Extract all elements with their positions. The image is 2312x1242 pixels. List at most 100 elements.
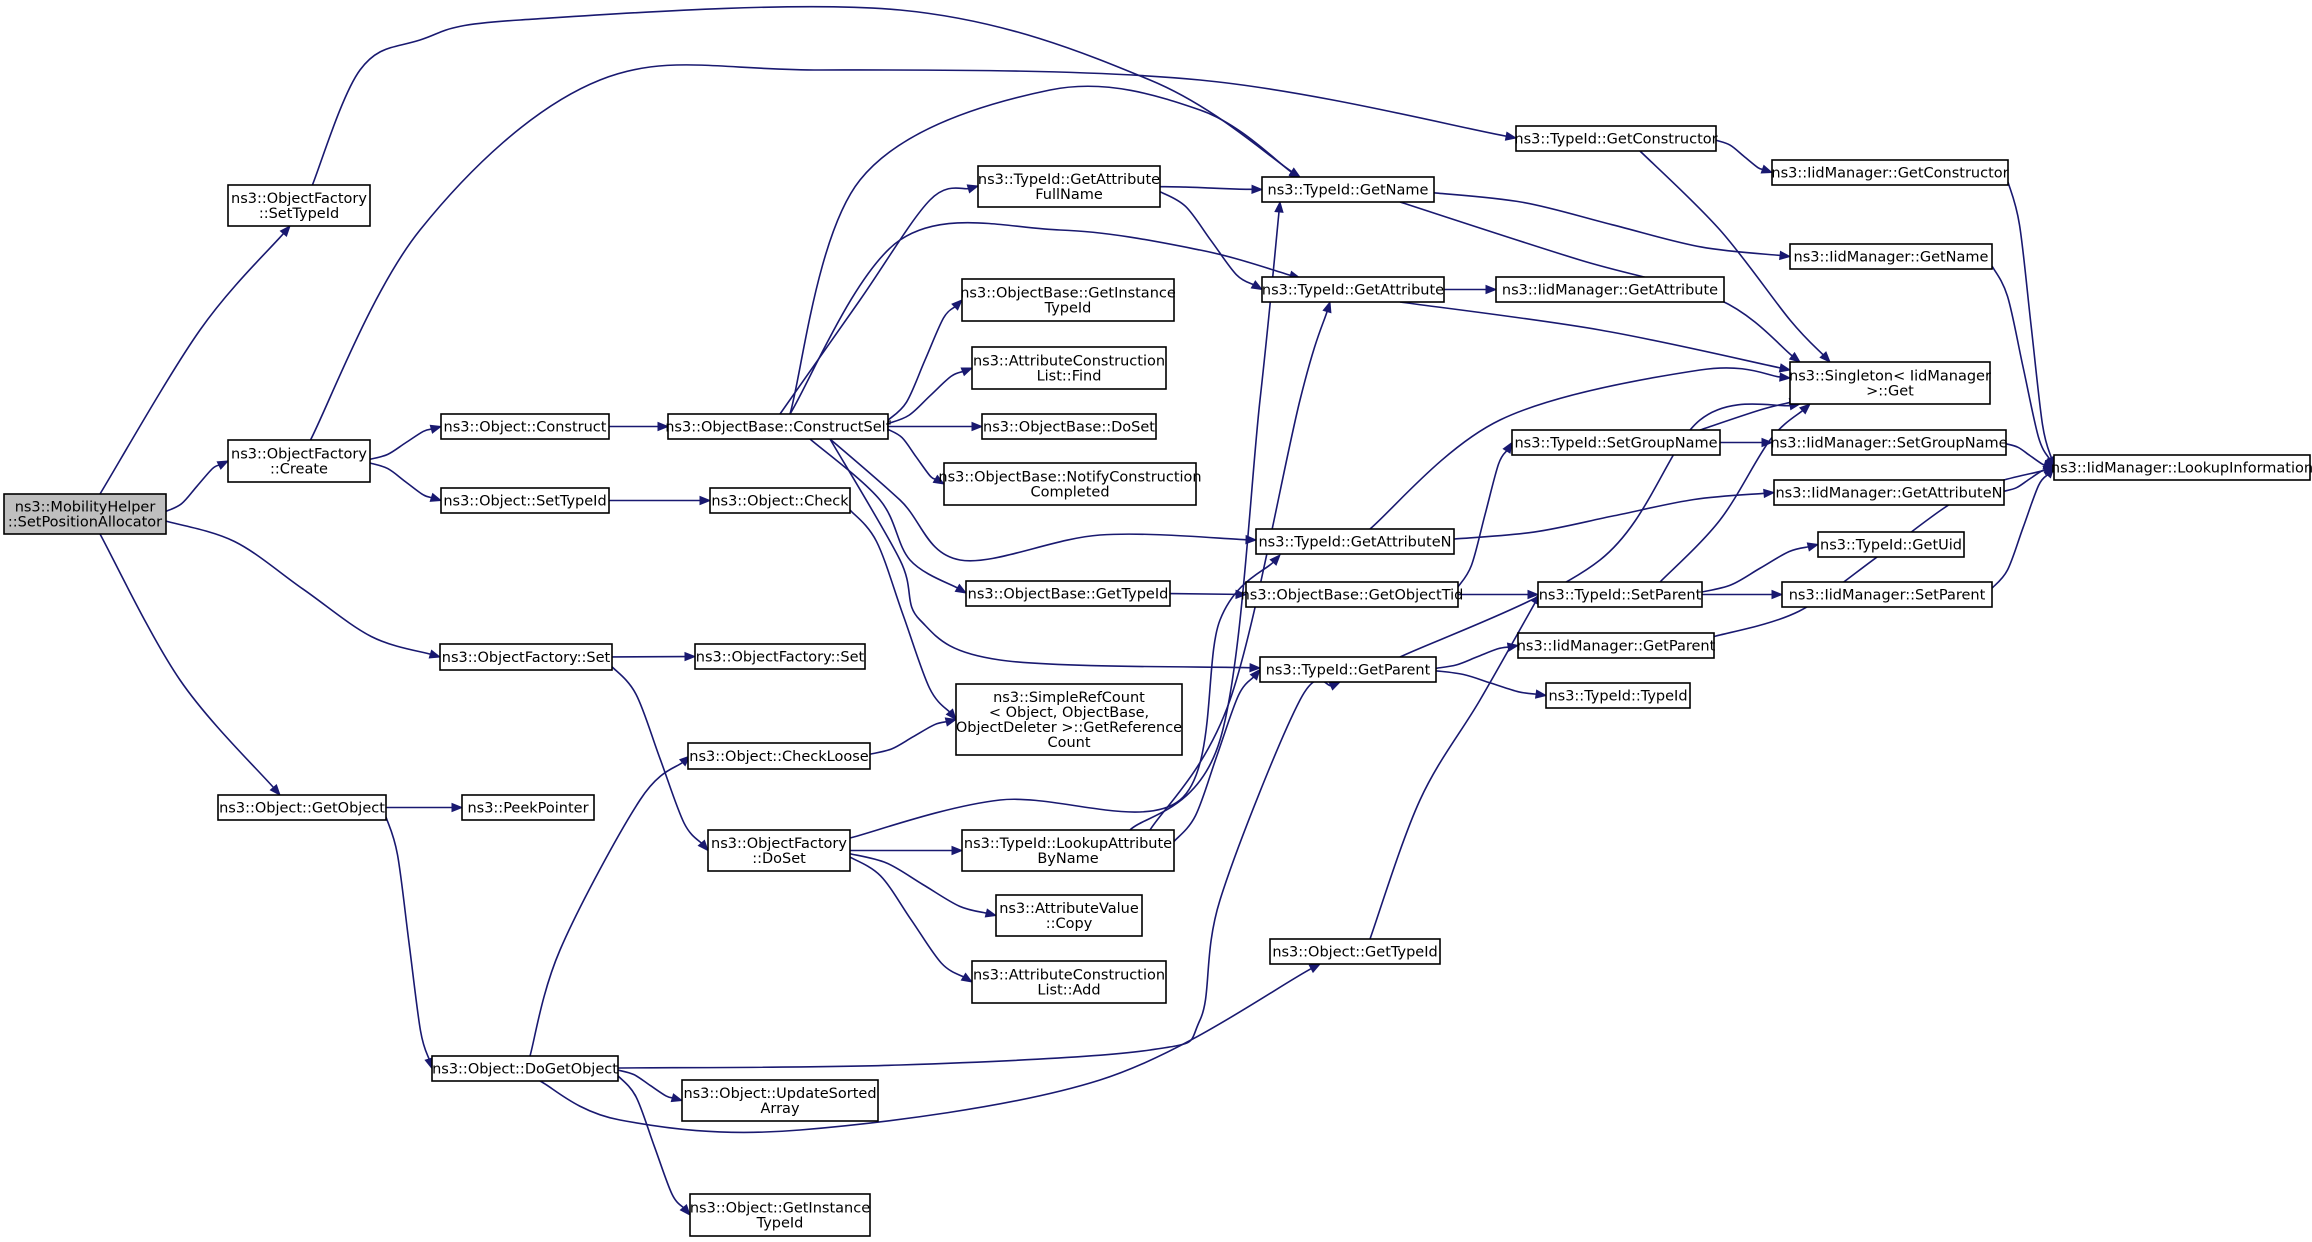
node-box — [981, 413, 1157, 440]
arrowhead-icon — [1269, 554, 1281, 566]
node-box — [1515, 125, 1717, 152]
arrowhead-icon — [1527, 589, 1540, 600]
graph-node-tid-getparent[interactable]: ns3::TypeId::GetParent — [1259, 656, 1437, 683]
graph-node-of-settypeid[interactable]: ns3::ObjectFactory::SetTypeId — [227, 184, 371, 227]
node-label: List::Find — [1037, 369, 1102, 385]
node-box — [1771, 159, 2009, 186]
graph-node-ob-notify[interactable]: ns3::ObjectBase::NotifyConstructionCompl… — [938, 462, 1202, 506]
graph-node-tid-setparent[interactable]: ns3::TypeId::SetParent — [1537, 581, 1703, 608]
graph-node-of-create[interactable]: ns3::ObjectFactory::Create — [227, 439, 371, 483]
node-box — [965, 580, 1171, 607]
graph-node-tid-getattribute[interactable]: ns3::TypeId::GetAttribute — [1261, 276, 1445, 303]
graph-node-tid-getconstructor[interactable]: ns3::TypeId::GetConstructor — [1514, 125, 1718, 152]
arrowhead-icon — [1308, 963, 1322, 974]
graph-node-obj-getobject[interactable]: ns3::Object::GetObject — [217, 794, 387, 821]
graph-node-dogetobject[interactable]: ns3::Object::DoGetObject — [431, 1055, 619, 1082]
graph-node-checkloose[interactable]: ns3::Object::CheckLoose — [687, 742, 871, 770]
arrowhead-icon — [966, 184, 980, 194]
graph-node-iid-getname[interactable]: ns3::IidManager::GetName — [1789, 243, 1993, 270]
arrowhead-icon — [1819, 351, 1831, 363]
edge-of-doset-to-tid-getattributen — [849, 561, 1275, 839]
graph-node-root[interactable]: ns3::MobilityHelper::SetPositionAllocato… — [3, 493, 167, 535]
edge-constructself-to-getattrfullname — [779, 187, 970, 415]
edge-tid-setparent-to-tid-getuid — [1701, 545, 1810, 593]
node-box — [227, 439, 371, 483]
arrowhead-icon — [1274, 200, 1284, 213]
node-label: ns3::IidManager::SetGroupName — [1770, 436, 2007, 452]
node-box — [961, 829, 1175, 872]
edge-root-to-obj-getobject — [99, 533, 275, 789]
node-box — [1269, 938, 1441, 965]
graph-node-tid-getuid[interactable]: ns3::TypeId::GetUid — [1817, 531, 1965, 558]
edge-root-to-of-create — [165, 464, 221, 513]
graph-node-tid-setgroupname[interactable]: ns3::TypeId::SetGroupName — [1511, 429, 1721, 456]
graph-node-obj-construct[interactable]: ns3::Object::Construct — [440, 413, 610, 440]
arrowhead-icon — [1504, 131, 1518, 141]
node-box — [1245, 581, 1459, 608]
edge-ob-getobjecttid-to-tid-setgroupname — [1457, 449, 1508, 588]
edge-of-doset-to-acl-add — [849, 856, 965, 978]
graph-node-tid-getname[interactable]: ns3::TypeId::GetName — [1261, 176, 1435, 203]
graph-node-iid-getconstructor[interactable]: ns3::IidManager::GetConstructor — [1771, 159, 2009, 186]
node-box — [1773, 479, 2005, 506]
graph-node-iid-setparent[interactable]: ns3::IidManager::SetParent — [1781, 581, 1993, 608]
graph-node-iid-getparent[interactable]: ns3::IidManager::GetParent — [1517, 632, 1716, 659]
node-label: ns3::Object::GetObject — [219, 801, 385, 817]
edge-lookupattr-to-tid-getattribute — [1149, 310, 1329, 831]
arrowhead-icon — [429, 424, 443, 434]
node-label: ns3::AttributeValue — [999, 901, 1139, 917]
node-box — [971, 960, 1167, 1004]
arrowhead-icon — [1249, 668, 1261, 681]
graph-node-iid-getattributen[interactable]: ns3::IidManager::GetAttributeN — [1773, 479, 2005, 506]
graph-node-obj-settypeid[interactable]: ns3::Object::SetTypeId — [440, 487, 610, 514]
arrowhead-icon — [429, 492, 443, 502]
graph-node-ob-gettypeid[interactable]: ns3::ObjectBase::GetTypeId — [965, 580, 1171, 607]
node-box — [2053, 454, 2311, 481]
graph-node-ob-getobjecttid[interactable]: ns3::ObjectBase::GetObjectTid — [1241, 581, 1464, 608]
graph-node-ob-doset[interactable]: ns3::ObjectBase::DoSet — [981, 413, 1157, 440]
node-label: ::Copy — [1046, 916, 1093, 932]
graph-node-tid-typeid[interactable]: ns3::TypeId::TypeId — [1545, 682, 1691, 709]
graph-node-of-doset[interactable]: ns3::ObjectFactory::DoSet — [707, 829, 851, 872]
node-label: >::Get — [1866, 384, 1914, 400]
node-label: ::Create — [270, 462, 328, 478]
node-box — [707, 829, 851, 872]
graph-node-of-set[interactable]: ns3::ObjectFactory::Set — [439, 643, 613, 671]
graph-node-singleton-get[interactable]: ns3::Singleton< IidManager >::Get — [1789, 361, 1991, 405]
graph-node-of-set2[interactable]: ns3::ObjectFactory::Set — [694, 643, 866, 670]
graph-node-constructself[interactable]: ns3::ObjectBase::ConstructSelf — [665, 413, 892, 440]
node-label: ns3::AttributeConstruction — [973, 354, 1165, 370]
node-label: FullName — [1035, 187, 1103, 203]
edge-root-to-of-settypeid — [99, 232, 285, 495]
graph-node-av-copy[interactable]: ns3::AttributeValue::Copy — [995, 894, 1143, 937]
node-label: ns3::TypeId::TypeId — [1548, 689, 1687, 705]
graph-node-peekpointer[interactable]: ns3::PeekPointer — [461, 794, 595, 821]
node-label: ns3::SimpleRefCount — [993, 690, 1145, 706]
node-box — [694, 643, 866, 670]
edge-constructself-to-tid-getparent — [829, 438, 1252, 669]
graph-node-obj-check[interactable]: ns3::Object::Check — [709, 487, 851, 514]
graph-node-iid-getattribute[interactable]: ns3::IidManager::GetAttribute — [1495, 276, 1725, 303]
node-box — [977, 165, 1161, 208]
graph-node-obj-gettypeid[interactable]: ns3::Object::GetTypeId — [1269, 938, 1441, 965]
edge-constructself-to-tid-getattribute — [789, 221, 1292, 415]
node-label: ns3::IidManager::GetAttributeN — [1775, 486, 2002, 502]
node-box — [1259, 656, 1437, 683]
edge-dogetobject-to-checkloose — [529, 761, 684, 1057]
node-label: TypeId — [756, 1216, 804, 1232]
node-box — [461, 794, 595, 821]
edge-tid-getname-to-iid-getname — [1433, 192, 1782, 257]
graph-node-simplerefcount[interactable]: ns3::SimpleRefCount< Object, ObjectBase,… — [955, 683, 1183, 756]
graph-node-iid-lookupinfo[interactable]: ns3::IidManager::LookupInformation — [2051, 454, 2312, 481]
graph-node-iid-setgroupname[interactable]: ns3::IidManager::SetGroupName — [1770, 429, 2008, 456]
graph-node-tid-getattributen[interactable]: ns3::TypeId::GetAttributeN — [1255, 528, 1455, 555]
node-box — [1511, 429, 1721, 456]
